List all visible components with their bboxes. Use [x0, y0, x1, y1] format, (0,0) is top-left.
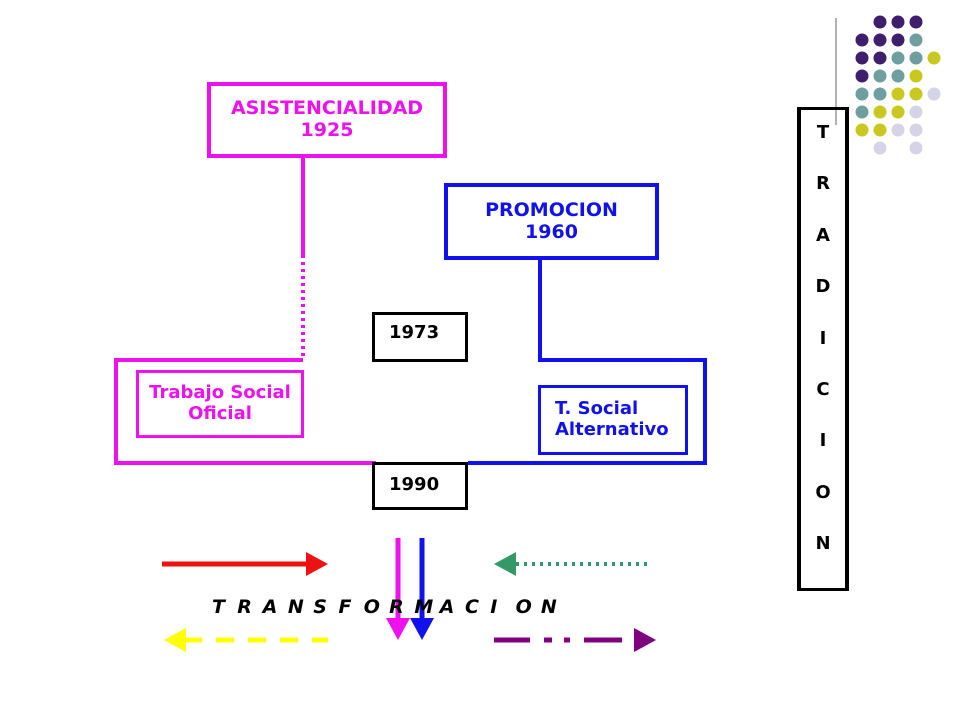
transformacion-letter: N [287, 596, 304, 618]
transformacion-letter: M [414, 596, 434, 618]
trabajo-social-oficial-line1: Trabajo Social [149, 382, 291, 404]
decorative-dot [909, 87, 923, 101]
oficial-frame [114, 358, 376, 465]
transformacion-letter: F [338, 596, 352, 618]
decorative-dot [873, 15, 887, 29]
promocion-label: PROMOCION [485, 198, 618, 221]
decorative-dot [909, 105, 923, 119]
transformacion-letter: R [237, 596, 252, 618]
decorative-dot [873, 105, 887, 119]
decorative-dot [873, 123, 887, 137]
transformacion-label: T R A N S F O R M A C I O N [212, 596, 566, 618]
tradicion-letter: O [815, 481, 831, 503]
tradicion-vertical-box: T R A D I C I O N [797, 107, 849, 591]
decorative-dot [891, 33, 905, 47]
decorative-dot [873, 33, 887, 47]
transformacion-letter: N [540, 596, 557, 618]
decorative-dot [855, 123, 869, 137]
decorative-dot [873, 69, 887, 83]
transformacion-letter: I [490, 596, 498, 618]
decorative-dot [873, 87, 887, 101]
transformacion-letter: R [389, 596, 404, 618]
decorative-dot [909, 33, 923, 47]
decorative-dot [927, 51, 941, 65]
decorative-dot [855, 69, 869, 83]
tradicion-letter: D [815, 276, 831, 298]
t-social-alternativo-line1: T. Social [555, 398, 639, 420]
transformacion-letter: O [363, 596, 380, 618]
decorative-dot [909, 69, 923, 83]
decorative-dot [873, 141, 887, 155]
yellow-arrow-head [164, 628, 186, 652]
magenta-down-arrow-head [386, 618, 410, 640]
decorative-dot [855, 105, 869, 119]
tradicion-letter: I [819, 327, 827, 349]
decorative-dot [909, 51, 923, 65]
decorative-dot [873, 51, 887, 65]
transformacion-letter: S [313, 596, 327, 618]
tradicion-letter: R [816, 173, 830, 195]
transformacion-letter: A [262, 596, 278, 618]
tradicion-letter: C [816, 378, 830, 400]
asistencialidad-box: ASISTENCIALIDAD 1925 [207, 82, 447, 158]
transformacion-letter: C [464, 596, 479, 618]
asistencialidad-year: 1925 [300, 119, 354, 141]
promocion-year: 1960 [525, 220, 578, 243]
decorative-dot [891, 105, 905, 119]
blue-down-arrow-head [410, 618, 434, 640]
tradicion-letter: A [816, 224, 830, 246]
promocion-box: PROMOCION 1960 [444, 183, 659, 260]
tradicion-letter: I [819, 430, 827, 452]
trabajo-social-oficial-box: Trabajo Social Oficial [136, 370, 304, 438]
year-1973-box: 1973 [372, 312, 468, 362]
red-arrow-head [306, 552, 328, 576]
decorative-dot [891, 87, 905, 101]
decorative-dot [909, 15, 923, 29]
decorative-dot [891, 69, 905, 83]
year-1990-label: 1990 [389, 474, 440, 495]
green-arrow-head [494, 552, 516, 576]
year-1973-label: 1973 [389, 322, 440, 343]
asistencialidad-label: ASISTENCIALIDAD [230, 97, 424, 120]
transformacion-letter: T [212, 596, 225, 618]
decorative-dot [909, 141, 923, 155]
alternativo-frame [468, 260, 707, 465]
decorative-dot [891, 51, 905, 65]
purple-arrow-head [634, 628, 656, 652]
year-1990-box: 1990 [372, 462, 468, 510]
decorative-dot [855, 33, 869, 47]
decorative-dot-pattern [855, 15, 941, 155]
trabajo-social-oficial-line2: Oficial [188, 403, 252, 424]
decorative-dot [855, 87, 869, 101]
t-social-alternativo-box: T. Social Alternativo [538, 385, 688, 455]
tradicion-letter: T [816, 122, 830, 143]
transformacion-letter: O [515, 596, 532, 618]
decorative-dot [927, 87, 941, 101]
decorative-dot [891, 15, 905, 29]
decorative-dot [855, 51, 869, 65]
transformacion-letter: A [439, 596, 455, 618]
t-social-alternativo-line2: Alternativo [555, 419, 669, 440]
tradicion-letter: N [815, 533, 831, 554]
decorative-dot [891, 123, 905, 137]
decorative-dot [909, 123, 923, 137]
